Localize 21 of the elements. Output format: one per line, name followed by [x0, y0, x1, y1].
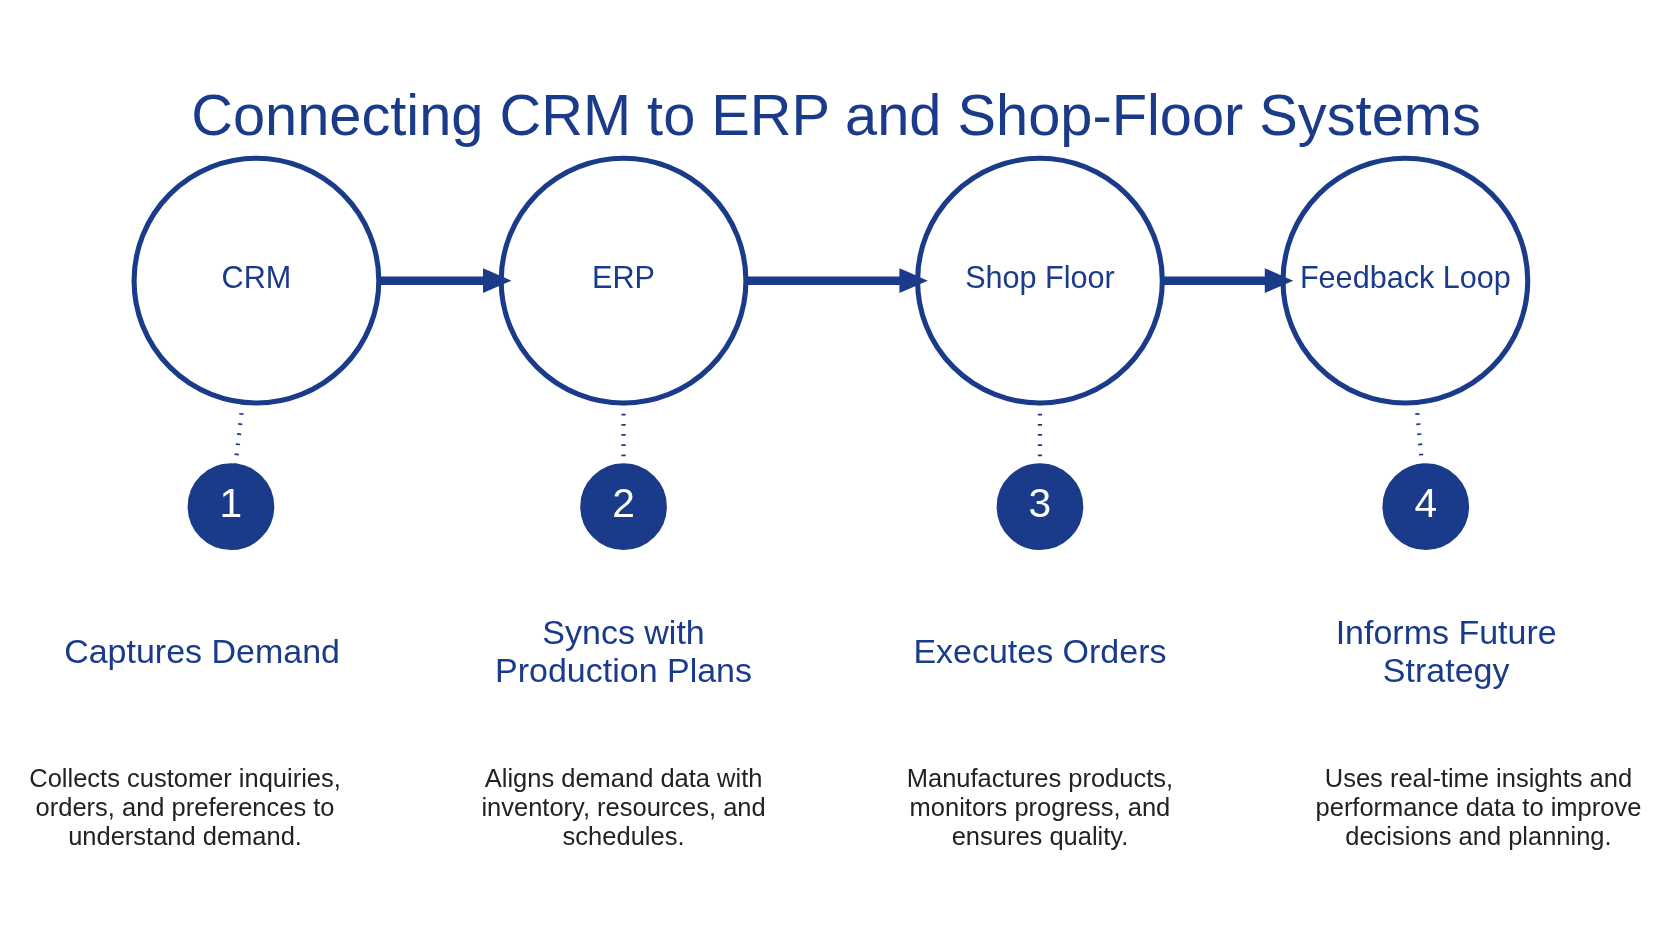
label: Aligns demand data with inventory, resources, and schedules.	[481, 763, 766, 850]
label: Uses real-time insights and performance data to improve decisions and planning.	[1315, 763, 1642, 850]
arrow	[379, 267, 512, 293]
label: Collects customer inquiries, orders, and preferences to understand demand.	[29, 763, 341, 850]
label: Captures Demand	[64, 631, 340, 670]
label: Syncs with Production Plans	[495, 612, 753, 689]
node-circle: 1	[187, 462, 275, 550]
node-circle: 2	[580, 462, 667, 550]
connector	[233, 402, 245, 464]
label: Informs Future Strategy	[1335, 612, 1557, 689]
node-circle: CRM	[131, 155, 382, 406]
arrow	[746, 267, 928, 293]
label: Manufactures products, monitors progress, and ensures quality.	[906, 763, 1174, 850]
node-circle: Shop Floor	[915, 155, 1165, 406]
arrow	[1162, 267, 1294, 293]
node-circle: ERP	[498, 155, 749, 406]
label: Executes Orders	[913, 631, 1167, 670]
node-circle: 4	[1382, 462, 1470, 550]
node-circle: Feedback Loop	[1280, 155, 1531, 406]
node-circle: 3	[996, 462, 1084, 550]
diagram-title: Connecting CRM to ERP and Shop-Floor Systems	[191, 82, 1481, 147]
